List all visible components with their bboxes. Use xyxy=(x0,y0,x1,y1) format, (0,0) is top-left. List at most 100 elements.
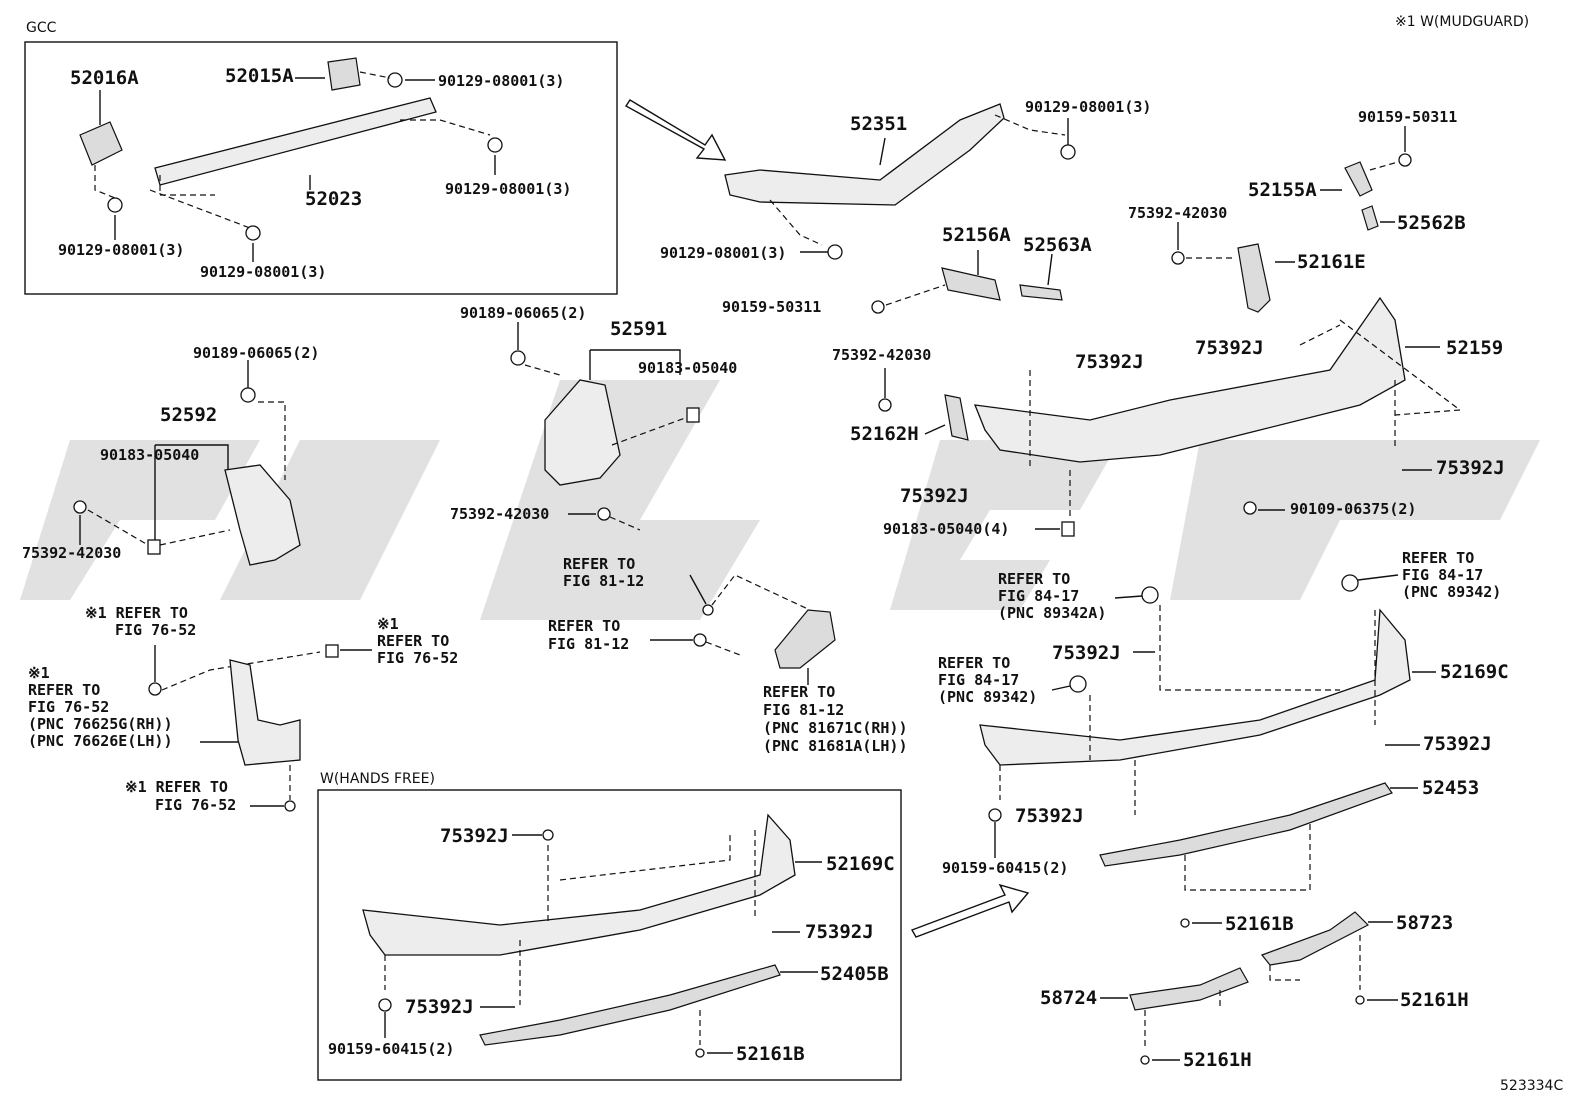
label-52562B: 52562B xyxy=(1397,212,1466,234)
label-mud-ref4-a: ※1 REFER TO xyxy=(125,778,228,796)
label-refer-84-17-b1: REFER TO xyxy=(1402,549,1474,567)
label-refer-81-12-c4: (PNC 81681A(LH)) xyxy=(763,737,908,755)
hf-label-52405B: 52405B xyxy=(820,963,889,985)
bolt-icon xyxy=(73,500,87,514)
clip-icon xyxy=(147,539,161,555)
label-75392J-a: 75392J xyxy=(1195,337,1264,359)
label-90159-50311-top: 90159-50311 xyxy=(1358,108,1457,126)
bolt-icon xyxy=(1398,153,1412,167)
label-refer-84-17-c1: REFER TO xyxy=(938,654,1010,672)
label-refer-81-12-c1: REFER TO xyxy=(763,683,835,701)
hf-label-90159-60415: 90159-60415(2) xyxy=(328,1040,454,1058)
label-mud-ref2-c: FIG 76-52 xyxy=(377,649,458,667)
label-75392-42030-c: 75392-42030 xyxy=(450,505,549,523)
gcc-frame xyxy=(24,41,618,295)
clip-52562B xyxy=(1361,205,1379,231)
label-52161H-b: 52161H xyxy=(1183,1049,1252,1071)
label-52453: 52453 xyxy=(1422,777,1479,799)
label-refer-84-17-a2: FIG 84-17 xyxy=(998,587,1079,605)
cover-58724 xyxy=(1129,967,1249,1011)
bolt-icon xyxy=(1060,144,1076,160)
label-90129-08001-f: 90129-08001(3) xyxy=(660,244,786,262)
liner-52592 xyxy=(224,464,301,566)
bolt-icon xyxy=(702,604,714,616)
label-refer-84-17-b3: (PNC 89342) xyxy=(1402,583,1501,601)
clip-icon xyxy=(325,644,339,658)
bolt-icon xyxy=(597,507,611,521)
label-90129-08001-e: 90129-08001(3) xyxy=(1025,98,1151,116)
arrow-icon xyxy=(910,883,1030,938)
label-75392J-b: 75392J xyxy=(1075,351,1144,373)
label-90183-05040-c: 90183-05040 xyxy=(638,359,737,377)
label-52563A: 52563A xyxy=(1023,234,1092,256)
group-label-gcc: GCC xyxy=(26,20,57,36)
label-90129-08001-a: 90129-08001(3) xyxy=(438,72,564,90)
bracket-52015A xyxy=(327,57,361,91)
label-mud-ref3-b: REFER TO xyxy=(28,681,100,699)
label-52155A: 52155A xyxy=(1248,179,1317,201)
label-58723: 58723 xyxy=(1396,912,1453,934)
label-75392-42030-m: 75392-42030 xyxy=(832,346,931,364)
label-refer-81-12-c2: FIG 81-12 xyxy=(763,701,844,719)
label-75392J-f: 75392J xyxy=(1423,733,1492,755)
label-refer-84-17-b2: FIG 84-17 xyxy=(1402,566,1483,584)
label-mud-ref1-a: ※1 REFER TO xyxy=(85,604,188,622)
label-52169C: 52169C xyxy=(1440,661,1509,683)
bracket-52016A xyxy=(79,121,123,166)
label-90189-06065-l: 90189-06065(2) xyxy=(193,344,319,362)
hf-label-75392J-a: 75392J xyxy=(440,825,509,847)
label-52161E: 52161E xyxy=(1297,251,1366,273)
bracket-52161E xyxy=(1237,243,1271,313)
label-75392J-c: 75392J xyxy=(900,485,969,507)
label-75392-42030-r: 75392-42030 xyxy=(1128,204,1227,222)
label-mud-ref1-b: FIG 76-52 xyxy=(115,621,196,639)
bumper-cover-52159 xyxy=(973,296,1406,463)
screw-icon xyxy=(1355,995,1365,1005)
bolt-icon xyxy=(107,197,123,213)
label-90129-08001-c: 90129-08001(3) xyxy=(58,241,184,259)
sensor-icon xyxy=(1341,574,1359,592)
hf-label-75392J-c: 75392J xyxy=(405,996,474,1018)
retainer-52162H xyxy=(944,394,969,441)
bolt-icon xyxy=(1171,251,1185,265)
bolt-icon xyxy=(487,137,503,153)
bolt-icon xyxy=(827,244,843,260)
label-75392J-g: 75392J xyxy=(1015,805,1084,827)
bumper-lower-52169C xyxy=(979,608,1411,766)
hf-label-52161B: 52161B xyxy=(736,1043,805,1065)
label-90183-05040-4: 90183-05040(4) xyxy=(883,520,1009,538)
sensor-icon xyxy=(1141,586,1159,604)
bolt-icon xyxy=(387,72,403,88)
label-refer-81-12-b2: FIG 81-12 xyxy=(548,635,629,653)
bolt-icon xyxy=(988,808,1002,822)
label-90183-05040-l: 90183-05040 xyxy=(100,446,199,464)
label-52161H-a: 52161H xyxy=(1400,989,1469,1011)
bolt-icon xyxy=(240,387,256,403)
clip-icon xyxy=(686,407,700,423)
screw-icon xyxy=(1180,918,1190,928)
hf-moulding-52405B xyxy=(479,964,781,1046)
label-90159-60415: 90159-60415(2) xyxy=(942,859,1068,877)
label-mud-ref4-b: FIG 76-52 xyxy=(155,796,236,814)
label-90129-08001-d: 90129-08001(3) xyxy=(200,263,326,281)
label-refer-84-17-a1: REFER TO xyxy=(998,570,1070,588)
label-mud-ref3-d: (PNC 76625G(RH)) xyxy=(28,715,173,733)
bracket-52155A xyxy=(1344,161,1373,197)
label-52156A: 52156A xyxy=(942,224,1011,246)
clip-icon xyxy=(1061,521,1075,537)
label-52016A: 52016A xyxy=(70,67,139,89)
bolt-icon xyxy=(284,800,296,812)
label-52591: 52591 xyxy=(610,318,667,340)
diagram-code: 523334C xyxy=(1500,1078,1563,1094)
bolt-icon xyxy=(245,225,261,241)
label-58724: 58724 xyxy=(1040,987,1097,1009)
arrow-icon xyxy=(624,99,727,161)
bumper-reinforcement-52023 xyxy=(154,97,437,186)
label-75392J-d: 75392J xyxy=(1436,457,1505,479)
label-refer-84-17-c2: FIG 84-17 xyxy=(938,671,1019,689)
group-label-hands-free: W(HANDS FREE) xyxy=(320,771,435,787)
bolt-icon xyxy=(510,350,526,366)
bolt-icon xyxy=(693,633,707,647)
label-refer-81-12-a2: FIG 81-12 xyxy=(563,572,644,590)
screw-icon xyxy=(1140,1055,1150,1065)
